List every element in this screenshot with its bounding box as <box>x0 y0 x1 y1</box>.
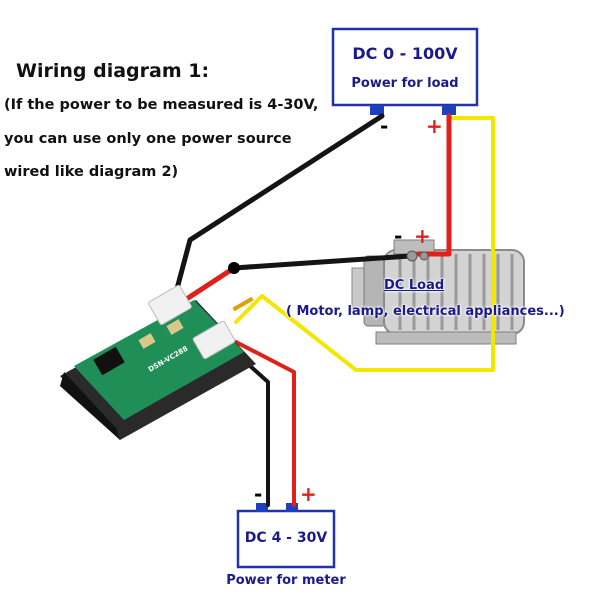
load-power-plus-sign: + <box>426 114 443 138</box>
meter-power-voltage: DC 4 - 30V <box>244 530 328 546</box>
meter-power-plus-sign: + <box>300 482 317 506</box>
motor-base <box>375 331 517 345</box>
meter-power-positive-terminal <box>286 503 298 512</box>
yellow-wire <box>234 116 495 372</box>
meter-power-box <box>236 509 336 569</box>
load-power-negative-terminal <box>370 105 384 115</box>
load-power-minus-sign: - <box>380 114 389 138</box>
load-minus-sign: - <box>394 224 403 248</box>
note-line-1: (If the power to be measured is 4-30V, <box>4 97 319 113</box>
meter-trimmer-2 <box>166 319 184 335</box>
red-wire-module-to-load <box>182 265 237 303</box>
meter-power-negative-terminal <box>256 503 268 512</box>
meter-power-caption: Power for meter <box>226 573 346 588</box>
connector-top <box>148 284 192 326</box>
black-wire-to-load <box>231 253 413 271</box>
dc-load-examples: ( Motor, lamp, electrical appliances...) <box>286 304 565 319</box>
dc-load-title: DC Load <box>384 278 445 293</box>
load-power-positive-terminal <box>442 105 456 115</box>
meter-pcb <box>74 300 244 420</box>
red-wire-load-positive <box>415 113 452 257</box>
meter-module: DSN-VC288 <box>60 284 256 440</box>
connector-side <box>192 320 236 360</box>
load-power-box <box>331 27 479 107</box>
load-power-voltage: DC 0 - 100V <box>352 44 458 63</box>
motor-fins <box>398 254 514 330</box>
load-plus-sign: + <box>414 224 431 248</box>
meter-chip <box>93 346 125 376</box>
motor-illustration <box>351 239 525 345</box>
red-wire-meter-positive <box>234 340 296 507</box>
meter-bezel <box>60 372 120 440</box>
load-power-caption: Power for load <box>351 76 459 91</box>
black-wire-load-negative <box>171 113 385 303</box>
meter-trimmer-1 <box>138 333 156 349</box>
wire-junction-dot <box>228 262 240 274</box>
note-line-3: wired like diagram 2) <box>4 164 179 180</box>
orange-lead <box>232 296 254 312</box>
load-terminal-positive <box>419 251 429 261</box>
meter-power-minus-sign: - <box>254 482 263 506</box>
note-line-2: you can use only one power source <box>4 131 292 147</box>
diagram-title: Wiring diagram 1: <box>16 60 210 82</box>
load-terminal-negative <box>406 250 418 262</box>
